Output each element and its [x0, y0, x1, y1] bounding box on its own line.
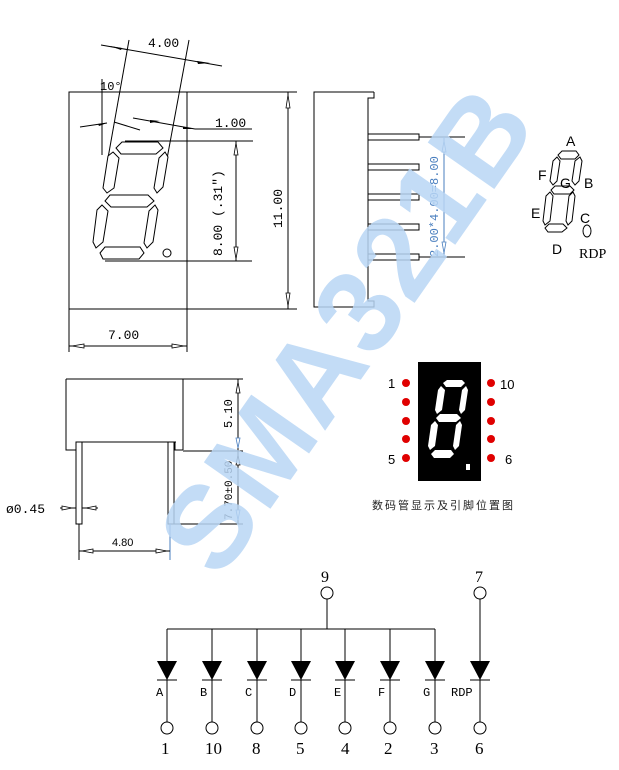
pin-label-6: 6: [505, 452, 512, 467]
diode-pin: 2: [384, 739, 393, 758]
diode-label: RDP: [451, 686, 473, 700]
diode-g: G 3: [423, 629, 445, 758]
legend-e: E: [531, 205, 540, 221]
front-digit: [92, 141, 172, 260]
diode-label: B: [200, 686, 207, 700]
dim-5-10: 5.10: [222, 399, 236, 428]
legend-f: F: [538, 167, 547, 183]
dim-7-00: 7.00: [108, 328, 139, 343]
legend-d: D: [552, 241, 562, 257]
diode-d: D 5: [289, 629, 311, 758]
dim-11-00: 11.00: [271, 189, 286, 228]
diode-e: E 4: [334, 629, 355, 758]
diode-pin: 8: [252, 739, 261, 758]
diode-pin: 6: [475, 739, 484, 758]
legend-b: B: [584, 175, 593, 191]
legend-c: C: [580, 210, 590, 226]
pin-label-1: 1: [388, 376, 395, 391]
diode-pin: 1: [161, 739, 170, 758]
diode-rdp: RDP 6: [451, 660, 490, 758]
diode-pin: 3: [430, 739, 439, 758]
segment-legend: A B C D E F G RDP: [531, 133, 606, 262]
front-view: 4.00 10° 1.00 8.00 (.31"): [68, 36, 297, 352]
dim-4-80: 4.80: [112, 537, 133, 549]
pin-position-diagram: 1 5 10 6: [388, 362, 514, 481]
pin-label-5: 5: [388, 452, 395, 467]
diode-b: B 10: [200, 629, 222, 758]
legend-a: A: [566, 133, 576, 149]
dim-pin-diameter: ø0.45: [6, 502, 45, 517]
diode-a: A 1: [156, 629, 177, 758]
dim-pin-pitch: 2.00*4.00=8.00: [428, 156, 442, 257]
pin-label-10: 10: [500, 377, 514, 392]
dim-1-00: 1.00: [215, 116, 246, 131]
common-pin-9: 9: [321, 569, 329, 586]
schematic: 9 7 A 1 B 10 C: [156, 569, 490, 758]
diode-pin: 5: [296, 739, 305, 758]
diode-pin: 10: [205, 739, 222, 758]
dim-7-70: 7.70±0.50: [224, 461, 236, 520]
side-view: 2.00*4.00=8.00: [313, 91, 465, 308]
dim-4-00: 4.00: [148, 36, 179, 51]
dim-8-00: 8.00 (.31"): [211, 170, 226, 256]
diode-label: A: [156, 686, 164, 700]
diode-pin: 4: [341, 739, 350, 758]
front-body-outline: [68, 91, 188, 310]
diode-label: F: [378, 686, 385, 700]
pin-diagram-caption: 数码管显示及引脚位置图: [372, 499, 515, 512]
diode-label: D: [289, 686, 296, 700]
diode-f: F 2: [378, 629, 400, 758]
common-pin-7: 7: [475, 569, 483, 586]
dim-angle: 10°: [100, 80, 122, 94]
profile-view: 5.10 7.70±0.50 ø0.45 4.80: [6, 378, 243, 560]
diode-label: E: [334, 686, 341, 700]
diode-c: C 8: [245, 629, 267, 758]
diode-label: C: [245, 686, 252, 700]
legend-rdp: RDP: [579, 247, 606, 262]
diode-label: G: [423, 686, 430, 700]
legend-g: G: [560, 175, 571, 191]
pin-dots: [402, 379, 495, 462]
